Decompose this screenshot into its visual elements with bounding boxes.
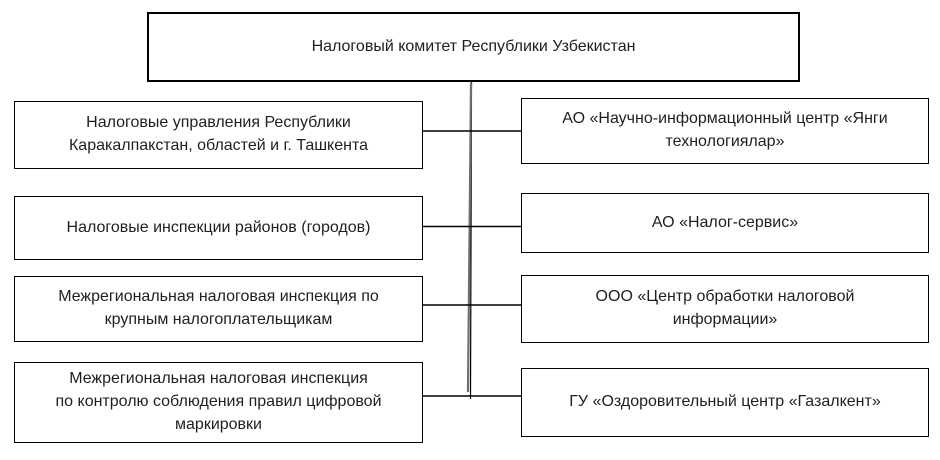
trunk-line-gray	[466, 82, 473, 393]
org-node-gazalkent-health-center: ГУ «Оздоровительный центр «Газалкент»	[521, 368, 929, 437]
org-node-yangi-texnologiyalar: АО «Научно-информационный центр «Янги те…	[521, 98, 929, 164]
org-node-large-taxpayers-inspection: Межрегиональная налоговая инспекция по к…	[14, 276, 423, 342]
org-node-tax-info-processing-center: ООО «Центр обработки налоговой информаци…	[521, 275, 929, 343]
org-node-regional-directorates: Налоговые управления Республики Каракалп…	[14, 101, 423, 169]
org-node-district-inspections: Налоговые инспекции районов (городов)	[14, 196, 423, 260]
org-node-digital-marking-inspection: Межрегиональная налоговая инспекция по к…	[14, 362, 423, 443]
trunk-line-black	[469, 81, 473, 400]
org-node-nalog-servis: АО «Налог-сервис»	[521, 193, 929, 253]
org-node-root: Налоговый комитет Республики Узбекистан	[147, 12, 800, 82]
